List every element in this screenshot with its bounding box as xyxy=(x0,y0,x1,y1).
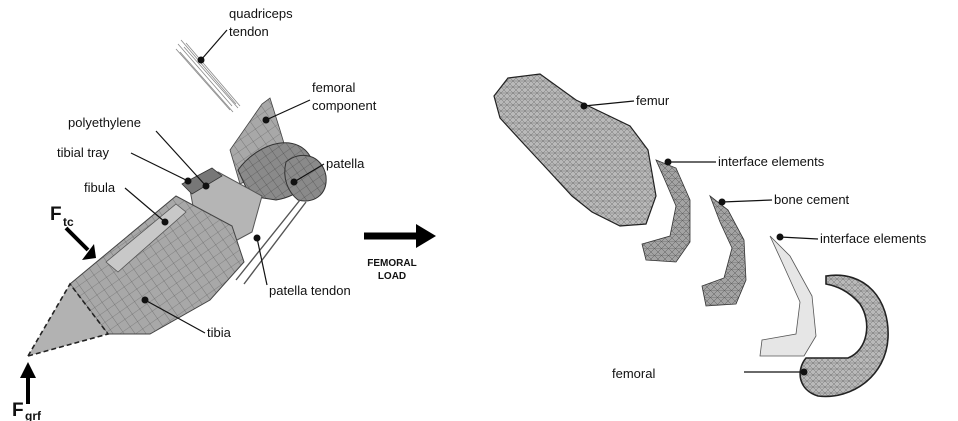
label-quadriceps-line1: quadriceps xyxy=(229,6,293,21)
label-fgrf-main: F xyxy=(12,400,24,421)
label-femoral-component-line2: component xyxy=(312,98,377,113)
label-femur: femur xyxy=(636,93,670,108)
label-fgrf-sub: grf xyxy=(25,409,42,421)
femoral-load-transition: FEMORAL LOAD xyxy=(364,224,436,282)
label-patella: patella xyxy=(326,156,365,171)
label-patella-tendon: patella tendon xyxy=(269,283,351,298)
label-tibia: tibia xyxy=(207,325,232,340)
label-quadriceps-line2: tendon xyxy=(229,24,269,39)
knee-model xyxy=(28,40,326,356)
label-interface-elements-1: interface elements xyxy=(718,154,825,169)
label-femoral-component-line1: femoral xyxy=(312,80,355,95)
label-polyethylene: polyethylene xyxy=(68,115,141,130)
label-tibial-tray: tibial tray xyxy=(57,145,110,160)
interface-layer-2-shape xyxy=(760,236,816,356)
quadriceps-tendon-shape xyxy=(176,40,240,112)
bone-cement-shape xyxy=(702,196,746,306)
label-ftc-sub: tc xyxy=(63,215,74,229)
label-femoral-load-line1: FEMORAL xyxy=(367,258,416,269)
label-fibula: fibula xyxy=(84,180,116,195)
label-interface-elements-2: interface elements xyxy=(820,231,927,246)
label-bone-cement: bone cement xyxy=(774,192,850,207)
femur-shape xyxy=(494,74,656,226)
label-femoral-load-line2: LOAD xyxy=(378,271,406,282)
ftc-arrow-icon xyxy=(66,228,88,250)
label-ftc-main: F xyxy=(50,204,62,225)
label-femoral: femoral xyxy=(612,366,655,381)
